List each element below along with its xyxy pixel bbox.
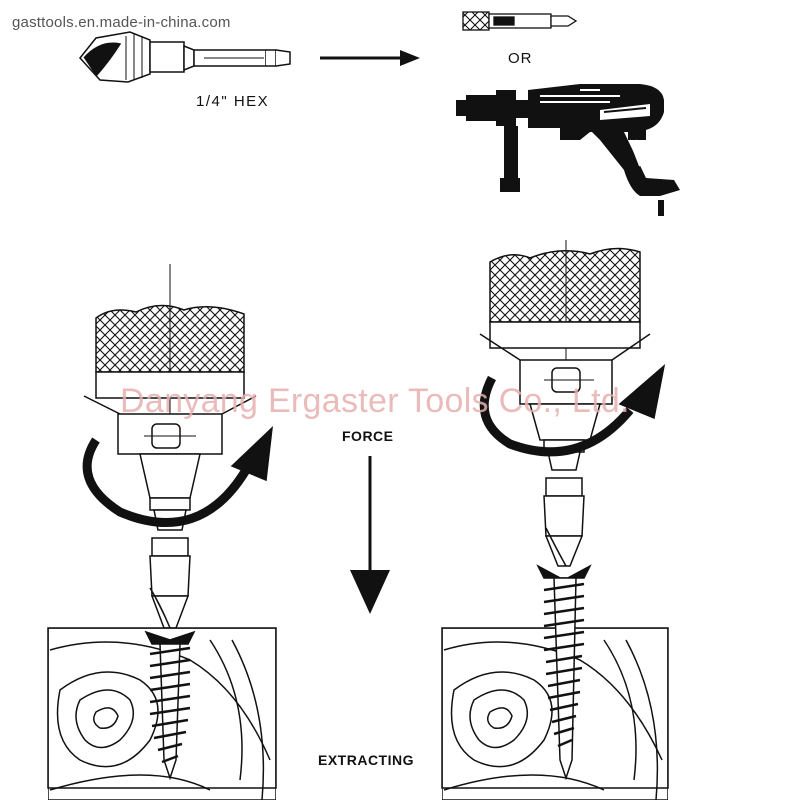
extractor-bit-top	[79, 31, 291, 83]
right-assembly	[441, 240, 669, 800]
force-label: FORCE	[342, 428, 394, 444]
bit-holder	[462, 11, 578, 31]
force-arrow	[350, 456, 390, 614]
right-arrow	[320, 50, 420, 66]
or-label: OR	[508, 50, 533, 67]
company-watermark: Danyang Ergaster Tools Co., Ltd.	[120, 382, 630, 420]
site-watermark: gasttools.en.made-in-china.com	[12, 14, 231, 31]
power-drill-icon	[456, 84, 680, 216]
left-assembly	[47, 264, 277, 800]
hex-shank-label: 1/4" HEX	[196, 93, 270, 110]
extracting-label: EXTRACTING	[318, 752, 414, 768]
